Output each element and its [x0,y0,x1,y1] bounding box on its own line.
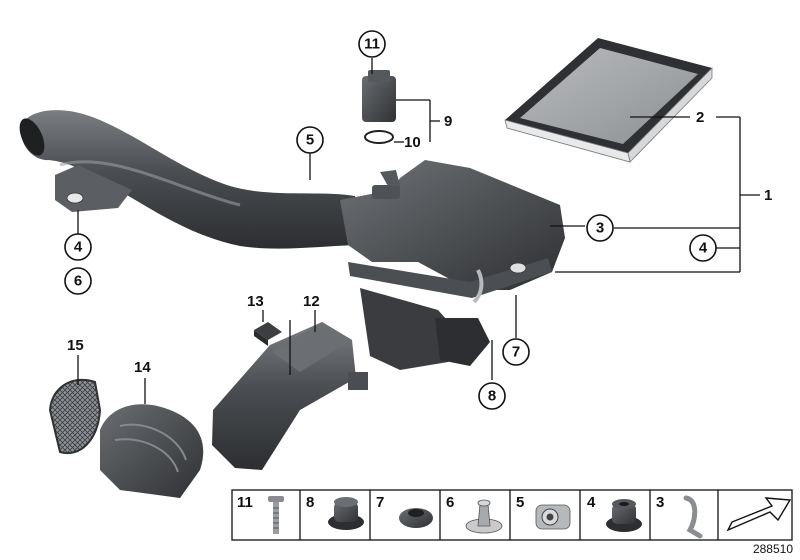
strip-cell-5: 5 [516,494,571,530]
strip-cell-11: 11 [237,494,284,534]
svg-text:3: 3 [596,220,604,237]
rubber-bushing-icon [606,499,642,532]
intake-snorkel-duct [19,110,359,249]
svg-text:6: 6 [446,494,454,511]
svg-text:14: 14 [134,359,151,376]
callout-12: 12 [303,293,320,310]
callout-14: 14 [134,359,151,376]
sensor-plug-icon [535,504,571,530]
strip-cell-8: 8 [306,494,364,530]
callout-6: 6 [64,267,92,295]
callout-8: 8 [478,382,506,410]
strip-cell-4: 4 [587,494,642,532]
callout-13: 13 [247,293,264,310]
leader-lines [77,58,760,404]
callouts: 11 9 10 5 2 1 3 4 4 6 7 8 13 12 15 14 [64,30,772,410]
svg-text:8: 8 [488,388,496,405]
rubber-grommet-icon [328,497,364,530]
svg-text:5: 5 [306,132,314,149]
svg-text:12: 12 [303,293,320,310]
svg-text:2: 2 [696,109,704,126]
callout-2: 2 [696,109,704,126]
callout-15: 15 [67,337,84,354]
callout-4-left: 4 [64,233,92,261]
svg-text:11: 11 [364,36,380,53]
seal [254,322,282,346]
strip-cell-6: 6 [446,494,503,534]
svg-text:3: 3 [656,494,664,511]
strip-cell-7: 7 [376,494,433,528]
arrow-symbol-icon [726,497,792,532]
svg-text:5: 5 [516,494,524,511]
svg-text:7: 7 [376,494,384,511]
svg-text:4: 4 [74,239,83,256]
screw-icon [268,496,284,534]
air-mass-sensor [362,70,396,144]
svg-text:7: 7 [512,344,520,361]
grille [48,378,102,455]
air-cleaner-housing [340,160,565,370]
small-parts-strip: 11 8 7 6 [231,489,793,541]
rubber-mount-icon [399,508,433,528]
callout-10: 10 [404,134,421,151]
strip-cell-3: 3 [656,494,703,539]
callout-11-top: 11 [358,30,386,58]
figure-number: 288510 [753,542,793,556]
svg-text:8: 8 [306,494,314,511]
resonator-duct [212,322,368,470]
svg-text:11: 11 [237,494,253,511]
bolt-with-washer-icon [465,499,503,534]
svg-text:6: 6 [74,273,82,290]
callout-7: 7 [502,338,530,366]
svg-text:4: 4 [699,240,708,257]
callout-5: 5 [296,126,324,154]
svg-text:4: 4 [587,494,596,511]
callout-3: 3 [586,214,614,242]
callout-4-right: 4 [689,234,717,262]
svg-text:9: 9 [444,113,452,130]
callout-9: 9 [444,113,452,130]
clip-icon [683,495,703,539]
air-filter-element [504,38,713,163]
svg-text:1: 1 [764,187,772,204]
svg-text:10: 10 [404,134,421,151]
svg-text:15: 15 [67,337,84,354]
callout-1: 1 [764,187,772,204]
svg-text:13: 13 [247,293,264,310]
air-inlet [100,404,204,498]
